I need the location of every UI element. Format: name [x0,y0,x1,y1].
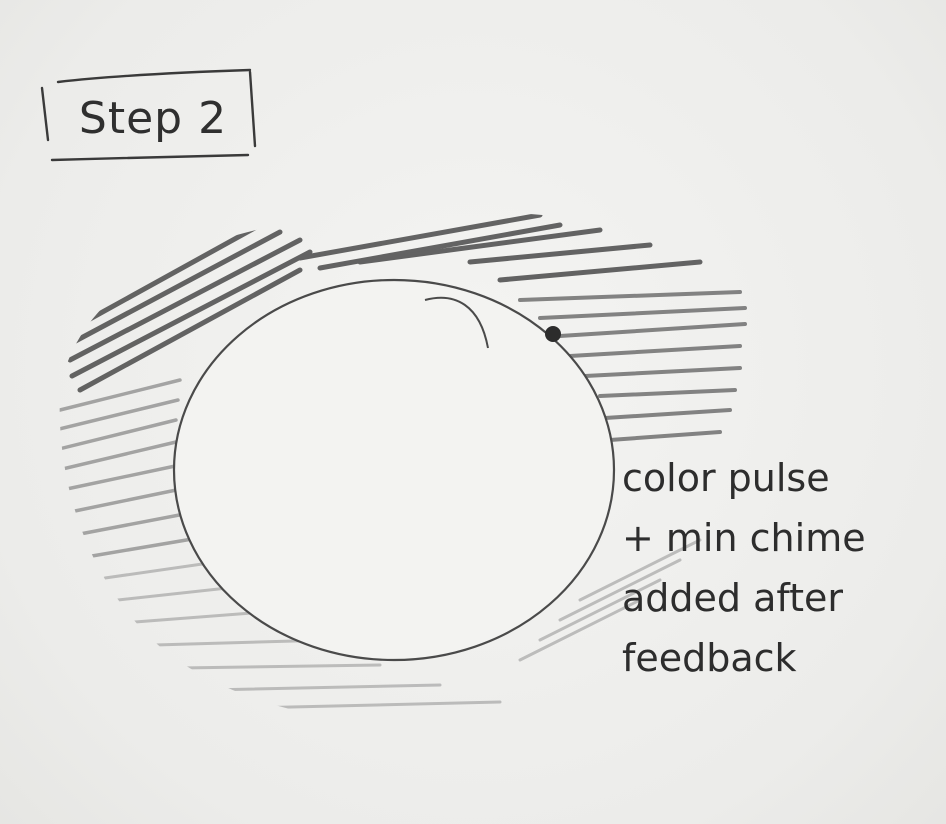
pencil-curve-stroke [424,296,489,349]
step-label: Step 2 [78,92,228,144]
note-line: + min chime [622,516,866,560]
annotation-note: color pulse + min chime added after feed… [622,448,922,688]
oval-shape [172,278,616,662]
marker-dot [545,326,561,342]
note-line: color pulse [622,456,830,500]
note-line: added after [622,576,844,620]
shading-hatch [59,212,747,710]
note-line: feedback [622,636,797,680]
step-frame [40,68,257,162]
